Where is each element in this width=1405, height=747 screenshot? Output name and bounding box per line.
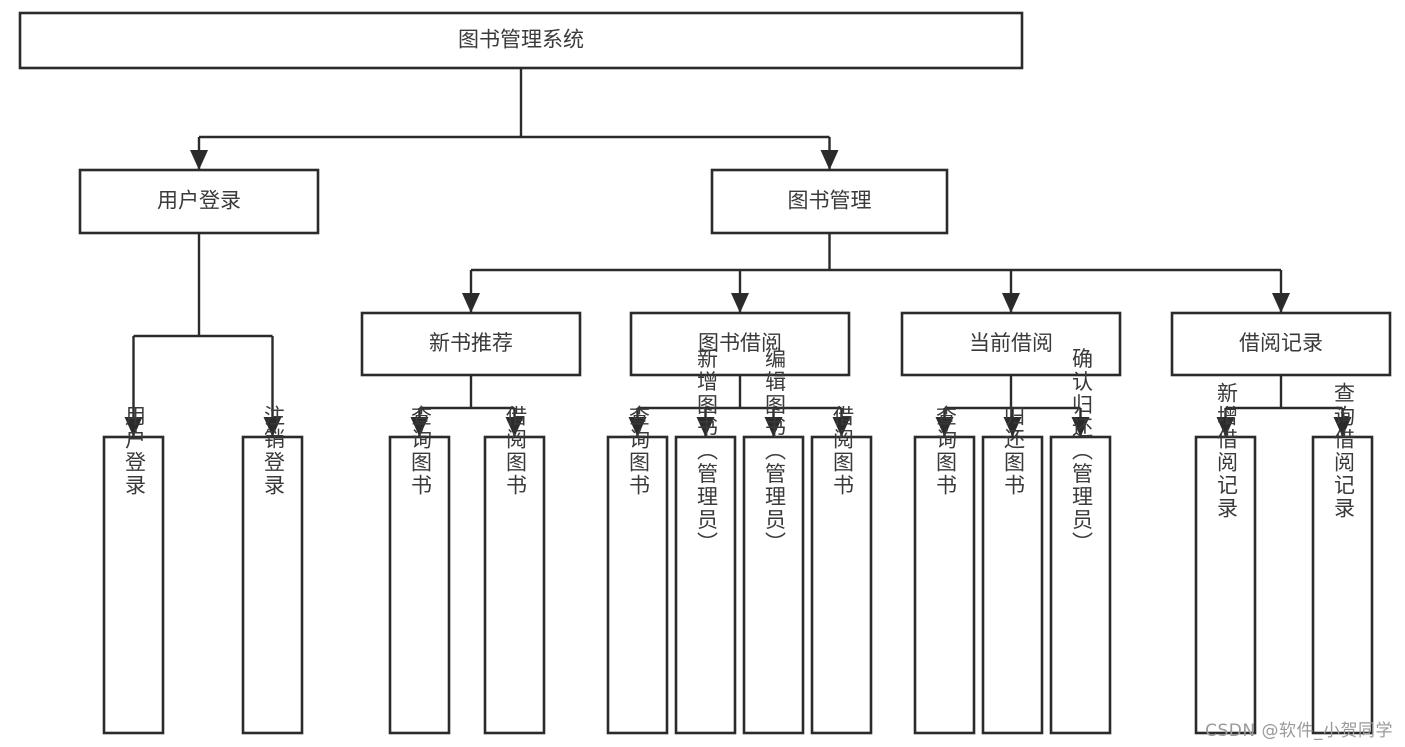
node-borrow-record[interactable]: 借阅记录 <box>1170 311 1392 377</box>
node-leaf-borrow-book-1[interactable]: 借阅图书 <box>483 405 546 735</box>
node-box-leaf-user-login <box>102 435 165 735</box>
arrow-head-icon-book-borrow <box>731 293 749 313</box>
node-book-management[interactable]: 图书管理 <box>710 168 949 235</box>
node-box-leaf-logout <box>241 435 304 735</box>
node-box-leaf-query-book-2 <box>606 435 669 735</box>
node-box-leaf-edit-book <box>742 435 805 735</box>
node-leaf-confirm-return[interactable]: 确认归还（管理员） <box>1049 348 1112 735</box>
node-box-leaf-confirm-return <box>1049 435 1112 735</box>
node-label-leaf-return-book: 归还图书 <box>1002 405 1026 497</box>
node-label-leaf-edit-book: 编辑图书（管理员） <box>763 348 787 555</box>
node-box-leaf-add-record <box>1194 435 1257 735</box>
node-box-leaf-borrow-book-2 <box>810 435 873 735</box>
node-label-leaf-query-book-1: 查询图书 <box>409 405 433 497</box>
node-label-leaf-query-book-2: 查询图书 <box>627 405 651 497</box>
node-user-login[interactable]: 用户登录 <box>78 168 320 235</box>
arrow-head-icon-leaf-return-book <box>1003 417 1022 437</box>
node-box-leaf-query-book-3 <box>913 435 976 735</box>
node-label-leaf-logout: 注销登录 <box>262 405 286 497</box>
node-leaf-edit-book[interactable]: 编辑图书（管理员） <box>742 348 805 735</box>
node-box-borrow-record <box>1170 311 1392 377</box>
arrow-head-icon-leaf-add-record <box>1216 417 1235 437</box>
node-leaf-query-book-1[interactable]: 查询图书 <box>388 405 451 735</box>
node-label-new-book-recommend: 新书推荐 <box>429 331 513 355</box>
arrow-head-icon-leaf-query-record <box>1333 417 1352 437</box>
node-root[interactable]: 图书管理系统 <box>18 11 1024 70</box>
node-box-leaf-query-book-1 <box>388 435 451 735</box>
node-new-book-recommend[interactable]: 新书推荐 <box>360 311 582 377</box>
arrow-head-icon-user-login <box>190 150 208 170</box>
node-box-book-borrow <box>629 311 851 377</box>
node-box-leaf-borrow-book-1 <box>483 435 546 735</box>
node-box-leaf-add-book <box>674 435 737 735</box>
arrow-head-icon-leaf-edit-book <box>764 417 783 437</box>
node-leaf-add-record[interactable]: 新增借阅记录 <box>1194 382 1257 735</box>
node-label-leaf-add-record: 新增借阅记录 <box>1215 382 1239 520</box>
node-label-leaf-query-book-3: 查询图书 <box>934 405 958 497</box>
node-box-leaf-return-book <box>981 435 1044 735</box>
node-current-borrow[interactable]: 当前借阅 <box>900 311 1122 377</box>
arrow-head-icon-current-borrow <box>1002 293 1020 313</box>
node-label-leaf-query-record: 查询借阅记录 <box>1332 382 1356 520</box>
arrow-head-icon-leaf-query-book-1 <box>410 417 429 437</box>
node-box-book-management <box>710 168 949 235</box>
arrow-head-icon-leaf-query-book-2 <box>628 417 647 437</box>
node-leaf-user-login[interactable]: 用户登录 <box>102 405 165 735</box>
node-label-leaf-confirm-return: 确认归还（管理员） <box>1070 348 1094 555</box>
node-box-user-login <box>78 168 320 235</box>
node-label-leaf-borrow-book-2: 借阅图书 <box>831 405 855 497</box>
node-box-root <box>18 11 1024 70</box>
arrow-head-icon-leaf-borrow-book-1 <box>505 417 524 437</box>
node-box-leaf-query-record <box>1311 435 1374 735</box>
node-label-user-login: 用户登录 <box>157 189 241 213</box>
arrow-head-icon-leaf-add-book <box>696 417 715 437</box>
arrow-head-icon-leaf-query-book-3 <box>935 417 954 437</box>
arrow-head-icon-leaf-confirm-return <box>1071 417 1090 437</box>
node-box-new-book-recommend <box>360 311 582 377</box>
node-label-root: 图书管理系统 <box>458 28 584 52</box>
edges-layer <box>124 68 1352 437</box>
node-book-borrow[interactable]: 图书借阅 <box>629 311 851 377</box>
arrow-head-icon-leaf-user-login <box>124 417 143 437</box>
node-leaf-query-book-3[interactable]: 查询图书 <box>913 405 976 735</box>
arrow-head-icon-leaf-logout <box>263 417 282 437</box>
nodes-layer: 图书管理系统用户登录图书管理新书推荐图书借阅当前借阅借阅记录用户登录注销登录查询… <box>18 11 1392 735</box>
node-label-book-management: 图书管理 <box>788 189 872 213</box>
node-leaf-query-book-2[interactable]: 查询图书 <box>606 405 669 735</box>
node-label-current-borrow: 当前借阅 <box>969 331 1053 355</box>
node-label-leaf-borrow-book-1: 借阅图书 <box>504 405 528 497</box>
node-label-book-borrow: 图书借阅 <box>698 331 782 355</box>
node-leaf-return-book[interactable]: 归还图书 <box>981 405 1044 735</box>
node-leaf-query-record[interactable]: 查询借阅记录 <box>1311 382 1374 735</box>
arrow-head-icon-book-management <box>820 150 839 170</box>
node-label-borrow-record: 借阅记录 <box>1239 331 1323 355</box>
arrow-head-icon-new-book-recommend <box>462 293 480 313</box>
node-leaf-add-book[interactable]: 新增图书（管理员） <box>674 348 737 735</box>
node-leaf-logout[interactable]: 注销登录 <box>241 405 304 735</box>
node-label-leaf-user-login: 用户登录 <box>123 405 147 497</box>
node-box-current-borrow <box>900 311 1122 377</box>
node-leaf-borrow-book-2[interactable]: 借阅图书 <box>810 405 873 735</box>
arrow-head-icon-leaf-borrow-book-2 <box>832 417 851 437</box>
arrow-head-icon-borrow-record <box>1272 293 1290 313</box>
node-label-leaf-add-book: 新增图书（管理员） <box>695 348 719 555</box>
